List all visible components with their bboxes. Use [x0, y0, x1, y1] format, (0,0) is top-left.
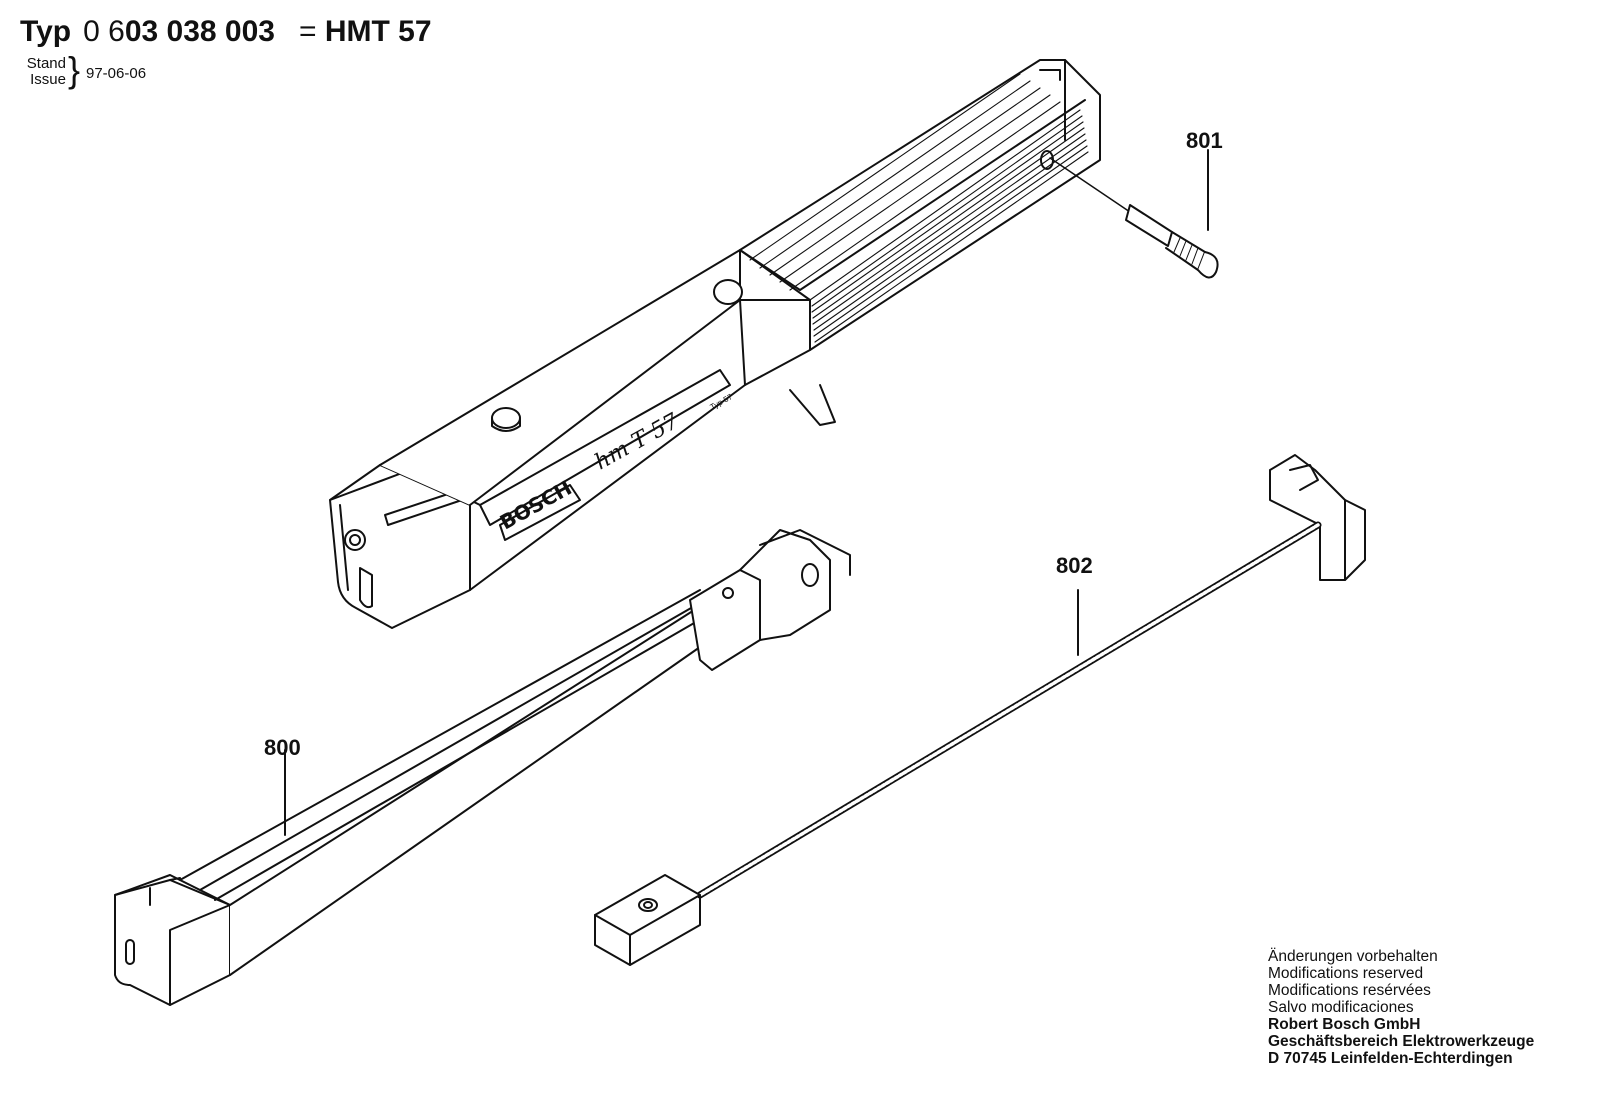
spring-rod-part — [594, 454, 1366, 966]
typ-number-bold: 03 038 003 — [124, 15, 275, 48]
company-line: Robert Bosch GmbH — [1268, 1016, 1421, 1033]
issue-label: Issue — [30, 71, 66, 88]
model-name: HMT 57 — [324, 15, 432, 48]
equals-sign: = — [298, 15, 317, 48]
magazine-part — [114, 529, 851, 1006]
note-line: Salvo modificaciones — [1268, 999, 1414, 1016]
brand-logo: BOSCH — [496, 476, 576, 535]
note-line: Modifications resérvées — [1268, 982, 1431, 999]
hammer-tacker-body: BOSCH hm T 57 Typ 57 — [329, 59, 1101, 629]
note-line: Änderungen vorbehalten — [1268, 948, 1438, 965]
document-title: Typ 0 603 038 003 = HMT 57 — [20, 14, 432, 50]
part-number-800: 800 — [264, 735, 301, 760]
stand-issue-label: Stand Issue — [22, 56, 66, 88]
typ-label: Typ — [20, 15, 72, 48]
company-line: D 70745 Leinfelden-Echterdingen — [1268, 1050, 1513, 1067]
brace-icon: } — [68, 49, 81, 90]
footer-notes: Änderungen vorbehalten Modifications res… — [1268, 948, 1534, 1067]
company-line: Geschäftsbereich Elektrowerkzeuge — [1268, 1033, 1535, 1050]
part-number-802: 802 — [1056, 553, 1093, 578]
part-number-801: 801 — [1186, 128, 1223, 153]
stand-label: Stand — [26, 55, 66, 72]
issue-date: 97-06-06 — [86, 65, 147, 82]
knurled-pin-part — [1049, 149, 1219, 279]
note-line: Modifications reserved — [1268, 965, 1424, 982]
typ-number-plain: 0 6 — [83, 15, 125, 48]
